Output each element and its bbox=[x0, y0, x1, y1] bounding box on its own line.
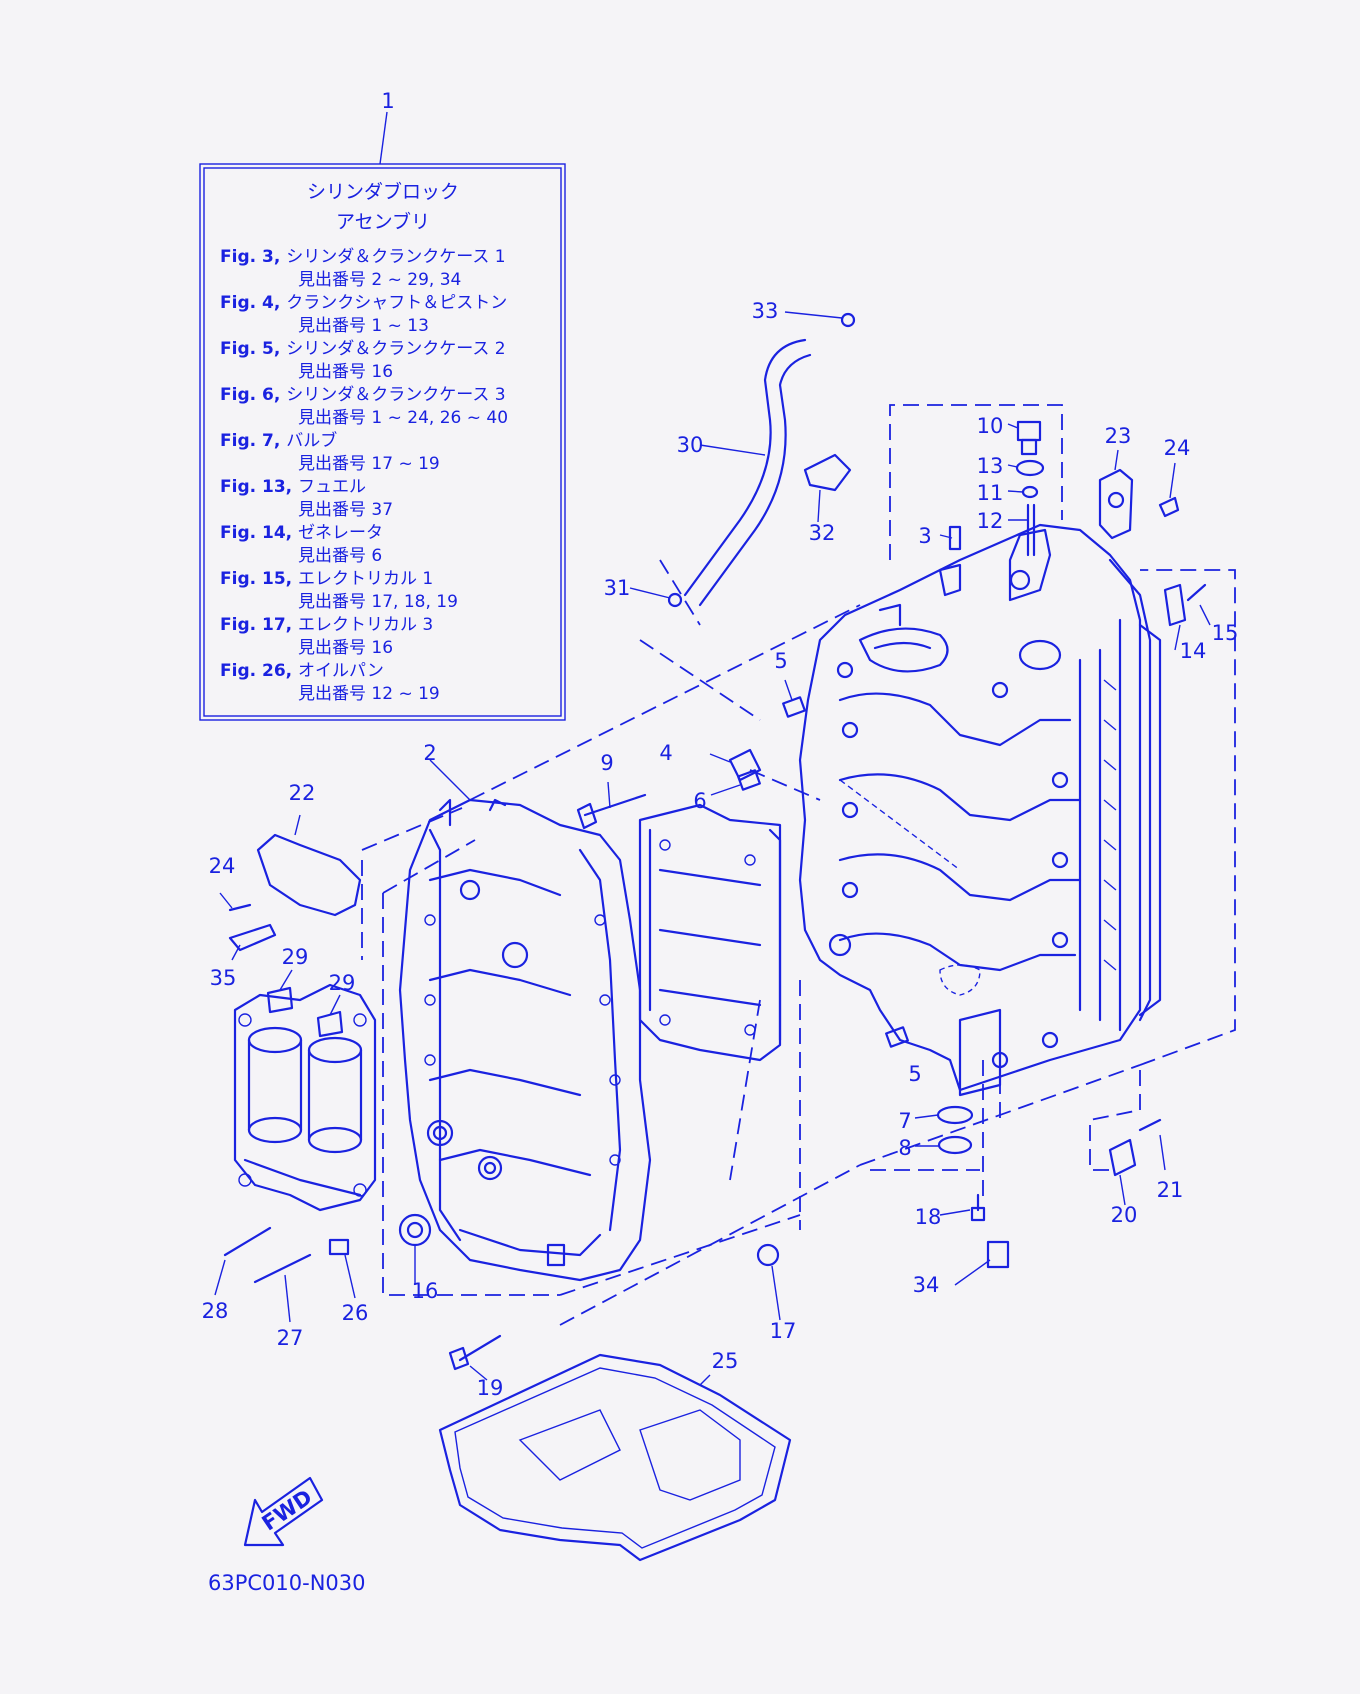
callout-27: 27 bbox=[277, 1326, 304, 1350]
callout-20: 20 bbox=[1111, 1203, 1138, 1227]
callout-17: 17 bbox=[770, 1319, 797, 1343]
legend-fig-name: フュエル bbox=[298, 477, 366, 497]
legend-entry-line: Fig. 13, フュエル bbox=[220, 477, 366, 497]
callout-19: 19 bbox=[477, 1376, 504, 1400]
assembly-dash-lines bbox=[361, 404, 1236, 1326]
callout-32: 32 bbox=[809, 521, 836, 545]
crankcase-housing bbox=[398, 798, 652, 1282]
legend-ref-numbers: 見出番号 17 ~ 19 bbox=[298, 454, 440, 474]
cylinder-block bbox=[798, 523, 1162, 1097]
callout-13: 13 bbox=[977, 454, 1004, 478]
callout-35: 35 bbox=[210, 966, 237, 990]
legend-fig-name: シリンダ＆クランクケース 1 bbox=[286, 247, 505, 267]
callout-22: 22 bbox=[289, 781, 316, 805]
legend-fig-ref: Fig. 17, bbox=[220, 615, 298, 635]
callout-34: 34 bbox=[913, 1273, 940, 1297]
legend-entry-line: Fig. 3, シリンダ＆クランクケース 1 bbox=[220, 247, 506, 267]
legend-fig-ref: Fig. 7, bbox=[220, 431, 286, 451]
gasket-25 bbox=[438, 1353, 792, 1562]
legend-ref-numbers: 見出番号 6 bbox=[298, 546, 382, 566]
legend-ref-numbers: 見出番号 1 ~ 24, 26 ~ 40 bbox=[298, 408, 508, 428]
callout-9: 9 bbox=[600, 751, 613, 775]
callout-23: 23 bbox=[1105, 424, 1132, 448]
legend-fig-name: シリンダ＆クランクケース 3 bbox=[286, 385, 505, 405]
callout-24-top: 24 bbox=[1164, 436, 1191, 460]
legend-entry-line: Fig. 15, エレクトリカル 1 bbox=[220, 569, 433, 589]
callout-30: 30 bbox=[677, 433, 704, 457]
diagram-code: 63PC010-N030 bbox=[208, 1571, 366, 1595]
legend-fig-name: ゼネレータ bbox=[298, 523, 383, 543]
fwd-label: FWD bbox=[258, 1485, 317, 1536]
legend-fig-ref: Fig. 15, bbox=[220, 569, 298, 589]
legend-fig-ref: Fig. 3, bbox=[220, 247, 286, 267]
callout-16: 16 bbox=[412, 1279, 439, 1303]
callout-24-left: 24 bbox=[209, 854, 236, 878]
callout-5-bottom: 5 bbox=[908, 1062, 921, 1086]
legend-ref-numbers: 見出番号 37 bbox=[298, 500, 393, 520]
callout-1: 1 bbox=[381, 89, 394, 113]
callout-31: 31 bbox=[604, 576, 631, 600]
callout-4: 4 bbox=[659, 741, 672, 765]
leader-lines bbox=[214, 311, 1211, 1386]
legend-fig-ref: Fig. 6, bbox=[220, 385, 286, 405]
callout-12: 12 bbox=[977, 509, 1004, 533]
legend-fig-name: エレクトリカル 3 bbox=[298, 615, 433, 635]
legend-ref-numbers: 見出番号 1 ~ 13 bbox=[298, 316, 429, 336]
legend-ref-numbers: 見出番号 2 ~ 29, 34 bbox=[298, 270, 461, 290]
callout-labels: 1 2 3 4 5 5 6 7 8 9 10 11 12 13 14 15 16… bbox=[202, 89, 1239, 1400]
legend-ref-numbers: 見出番号 16 bbox=[298, 362, 393, 382]
legend-entry-line: Fig. 7, バルブ bbox=[220, 430, 337, 451]
callout-7: 7 bbox=[898, 1109, 911, 1133]
legend-fig-ref: Fig. 13, bbox=[220, 477, 298, 497]
callout-29-right: 29 bbox=[329, 971, 356, 995]
legend-box: シリンダブロック アセンブリ Fig. 3, シリンダ＆クランクケース 1 見出番… bbox=[199, 111, 566, 721]
callout-8: 8 bbox=[898, 1136, 911, 1160]
legend-title-line1: シリンダブロック bbox=[307, 180, 459, 203]
legend-fig-name: エレクトリカル 1 bbox=[298, 569, 433, 589]
small-parts bbox=[223, 312, 1207, 1371]
callout-14: 14 bbox=[1180, 639, 1207, 663]
callout-29-left: 29 bbox=[282, 945, 309, 969]
callout-6: 6 bbox=[693, 789, 706, 813]
legend-entry-line: Fig. 26, オイルパン bbox=[220, 661, 384, 681]
callout-25: 25 bbox=[712, 1349, 739, 1373]
legend-fig-ref: Fig. 14, bbox=[220, 523, 298, 543]
callout-33: 33 bbox=[752, 299, 779, 323]
callout-3: 3 bbox=[918, 524, 931, 548]
crankcase-cover bbox=[638, 803, 782, 1062]
callout-26: 26 bbox=[342, 1301, 369, 1325]
legend-entry-line: Fig. 14, ゼネレータ bbox=[220, 523, 383, 543]
callout-18: 18 bbox=[915, 1205, 942, 1229]
legend-entry-line: Fig. 6, シリンダ＆クランクケース 3 bbox=[220, 385, 506, 405]
legend-fig-name: シリンダ＆クランクケース 2 bbox=[286, 339, 505, 359]
callout-5-top: 5 bbox=[774, 649, 787, 673]
callout-10: 10 bbox=[977, 414, 1004, 438]
legend-fig-ref: Fig. 26, bbox=[220, 661, 298, 681]
legend-fig-ref: Fig. 4, bbox=[220, 293, 286, 313]
legend-fig-ref: Fig. 5, bbox=[220, 339, 286, 359]
legend-ref-numbers: 見出番号 12 ~ 19 bbox=[298, 684, 440, 704]
left-manifold bbox=[233, 983, 377, 1212]
legend-entry-line: Fig. 5, シリンダ＆クランクケース 2 bbox=[220, 339, 506, 359]
callout-2: 2 bbox=[423, 741, 436, 765]
legend-fig-name: オイルパン bbox=[298, 661, 384, 681]
legend-fig-name: バルブ bbox=[286, 430, 337, 451]
callout-28: 28 bbox=[202, 1299, 229, 1323]
legend-title-line2: アセンブリ bbox=[336, 210, 430, 233]
legend-entry-line: Fig. 4, クランクシャフト＆ピストン bbox=[220, 293, 507, 313]
legend-ref-numbers: 見出番号 16 bbox=[298, 638, 393, 658]
fwd-arrow-icon: FWD bbox=[243, 1476, 324, 1547]
legend-ref-numbers: 見出番号 17, 18, 19 bbox=[298, 592, 458, 612]
legend-fig-name: クランクシャフト＆ピストン bbox=[286, 293, 507, 313]
callout-15: 15 bbox=[1212, 621, 1239, 645]
callout-11: 11 bbox=[977, 481, 1004, 505]
legend-entry-line: Fig. 17, エレクトリカル 3 bbox=[220, 615, 433, 635]
callout-21: 21 bbox=[1157, 1178, 1184, 1202]
